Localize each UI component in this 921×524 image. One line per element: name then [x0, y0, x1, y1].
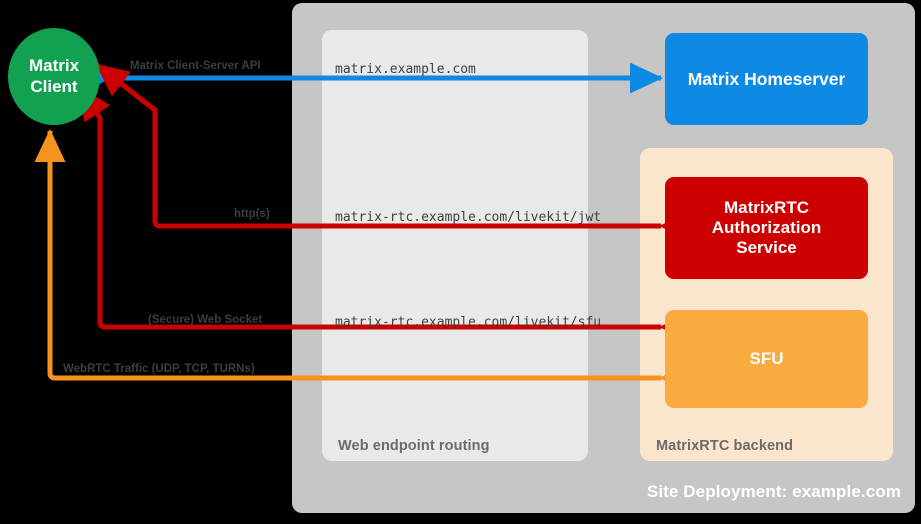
- node-sfu[interactable]: SFU: [665, 310, 868, 408]
- panel-label-web-endpoint-routing: Web endpoint routing: [338, 438, 490, 454]
- edge-sfu-websocket: [77, 86, 692, 343]
- edge-label-https: http(s): [234, 208, 270, 220]
- node-matrix-client-line2: Client: [30, 76, 78, 96]
- endpoint-label-matrix-domain: matrix.example.com: [335, 62, 476, 77]
- edge-jwt: [95, 63, 692, 242]
- edge-label-web-socket: (Secure) Web Socket: [148, 314, 263, 326]
- node-matrix-homeserver[interactable]: Matrix Homeserver: [665, 33, 868, 125]
- node-matrix-homeserver-label: Matrix Homeserver: [687, 68, 846, 89]
- node-auth-line3: Service: [736, 238, 797, 258]
- node-auth-line2: Authorization: [711, 217, 822, 237]
- node-sfu-label: SFU: [749, 348, 784, 368]
- node-matrixrtc-authorization-service[interactable]: MatrixRTC Authorization Service: [665, 177, 868, 279]
- panel-label-matrixrtc-backend: MatrixRTC backend: [656, 438, 794, 454]
- edge-label-webrtc-traffic: WebRTC Traffic (UDP, TCP, TURNs): [63, 363, 255, 375]
- edge-label-cs-api: Matrix Client-Server API: [130, 60, 261, 72]
- endpoint-label-livekit-jwt: matrix-rtc.example.com/livekit/jwt: [335, 210, 602, 225]
- node-auth-line1: MatrixRTC: [723, 197, 809, 217]
- endpoint-label-livekit-sfu: matrix-rtc.example.com/livekit/sfu: [335, 315, 602, 330]
- edge-webrtc: [34, 128, 692, 394]
- node-matrix-client[interactable]: Matrix Client: [8, 28, 100, 125]
- panel-label-site-deployment: Site Deployment: example.com: [646, 482, 901, 501]
- node-matrix-client-line1: Matrix: [28, 56, 80, 76]
